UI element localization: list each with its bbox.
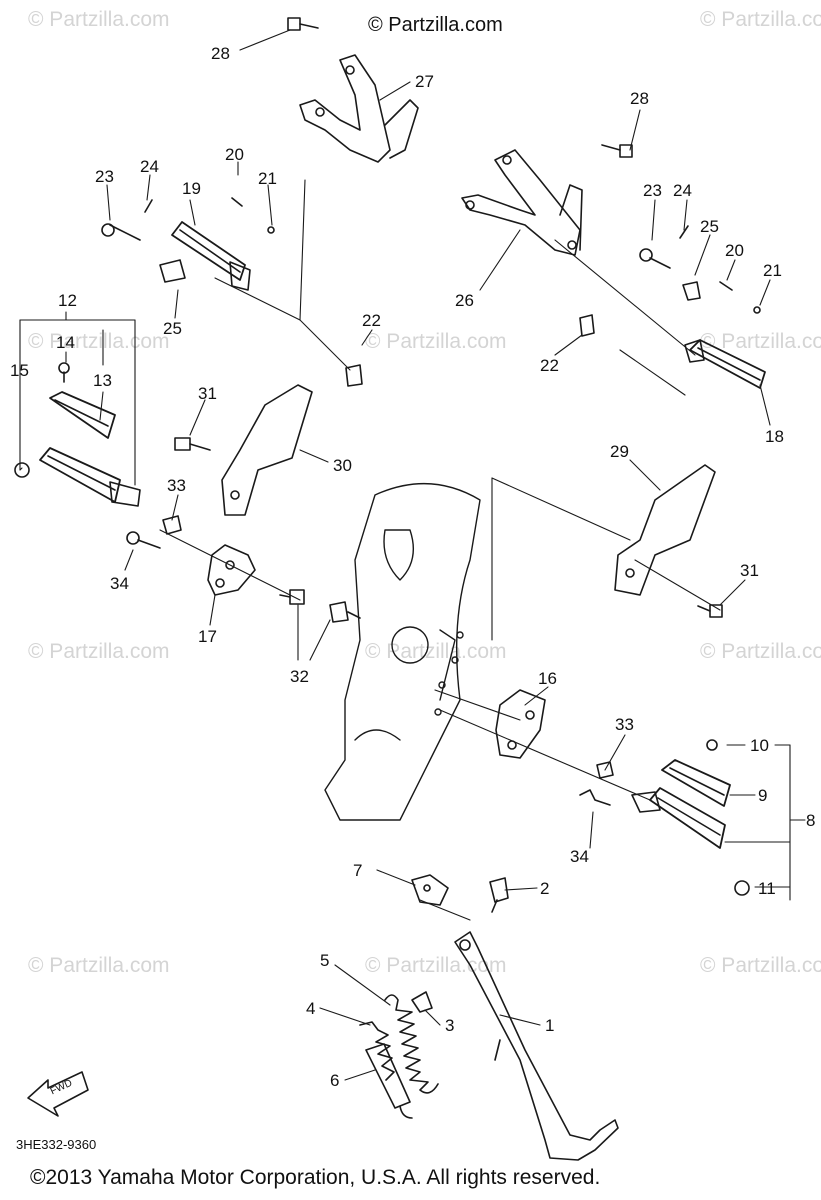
callout-22: 22	[540, 356, 559, 375]
hardware	[58, 17, 761, 1013]
spring-plate-6	[365, 1043, 413, 1119]
callout-24: 24	[673, 181, 692, 200]
callout-4: 4	[306, 999, 316, 1018]
mount-17	[207, 544, 256, 596]
watermark: © Partzilla.com	[700, 330, 821, 353]
callout-24: 24	[140, 157, 159, 176]
callout-28: 28	[211, 44, 230, 63]
callout-17: 17	[198, 627, 217, 646]
watermark: © Partzilla.com	[700, 954, 821, 977]
callout-5: 5	[320, 951, 330, 970]
footpeg-8	[631, 787, 750, 896]
callout-20: 20	[225, 145, 244, 164]
footpeg-13	[49, 391, 116, 439]
callout-11: 11	[758, 879, 776, 898]
mount-16	[495, 689, 546, 759]
assembly-lines	[159, 179, 721, 921]
fwd-arrow-icon	[27, 1071, 89, 1117]
callout-1: 1	[545, 1016, 555, 1035]
callout-31: 31	[740, 561, 759, 580]
callout-22: 22	[362, 311, 381, 330]
callout-25: 25	[163, 319, 182, 338]
leader-lines	[19, 29, 806, 1081]
watermark: © Partzilla.com	[700, 640, 821, 663]
callout-34: 34	[570, 847, 589, 866]
callout-31: 31	[198, 384, 217, 403]
callout-7: 7	[353, 861, 363, 880]
callout-30: 30	[333, 456, 352, 475]
frame-outline	[324, 482, 481, 821]
callout-13: 13	[93, 371, 112, 390]
callout-23: 23	[643, 181, 662, 200]
callout-16: 16	[538, 669, 557, 688]
watermark: © Partzilla.com	[365, 954, 507, 977]
callout-23: 23	[95, 167, 114, 186]
footpeg-18	[684, 339, 766, 389]
callout-6: 6	[330, 1071, 340, 1090]
callout-27: 27	[415, 72, 434, 91]
heel-plate-30	[221, 384, 313, 516]
callout-21: 21	[763, 261, 782, 280]
heel-plate-29	[614, 464, 716, 596]
callout-12: 12	[58, 291, 77, 310]
callout-33: 33	[167, 476, 186, 495]
watermark: © Partzilla.com	[365, 640, 507, 663]
watermark: © Partzilla.com	[700, 8, 821, 31]
callout-2: 2	[540, 879, 550, 898]
callout-9: 9	[758, 786, 768, 805]
callout-20: 20	[725, 241, 744, 260]
spring-4	[359, 1021, 395, 1081]
callout-15: 15	[10, 361, 29, 380]
callout-33: 33	[615, 715, 634, 734]
callout-19: 19	[182, 179, 201, 198]
copyright-notice: ©2013 Yamaha Motor Corporation, U.S.A. A…	[30, 1166, 601, 1189]
bracket-26	[461, 149, 583, 256]
sidestand-1	[454, 931, 619, 1161]
bracket-27	[299, 54, 419, 163]
callout-25: 25	[700, 217, 719, 236]
watermark: © Partzilla.com	[28, 330, 170, 353]
footpeg-9	[661, 759, 731, 807]
callout-3: 3	[445, 1016, 455, 1035]
spring-5	[384, 994, 439, 1094]
part-code: 3HE332-9360	[16, 1137, 97, 1152]
callout-21: 21	[258, 169, 277, 188]
callout-8: 8	[806, 811, 816, 830]
footpeg-19	[171, 221, 251, 291]
watermark: © Partzilla.com	[28, 8, 170, 31]
watermark: © Partzilla.com	[365, 330, 507, 353]
callout-28: 28	[630, 89, 649, 108]
callout-29: 29	[610, 442, 629, 461]
callout-10: 10	[750, 736, 769, 755]
callout-32: 32	[290, 667, 309, 686]
callout-18: 18	[765, 427, 784, 446]
footpeg-12	[14, 447, 141, 507]
callout-14: 14	[56, 333, 75, 352]
top-credit: © Partzilla.com	[368, 14, 503, 36]
callout-26: 26	[455, 291, 474, 310]
watermark: © Partzilla.com	[28, 640, 170, 663]
watermark: © Partzilla.com	[28, 954, 170, 977]
callout-34: 34	[110, 574, 129, 593]
